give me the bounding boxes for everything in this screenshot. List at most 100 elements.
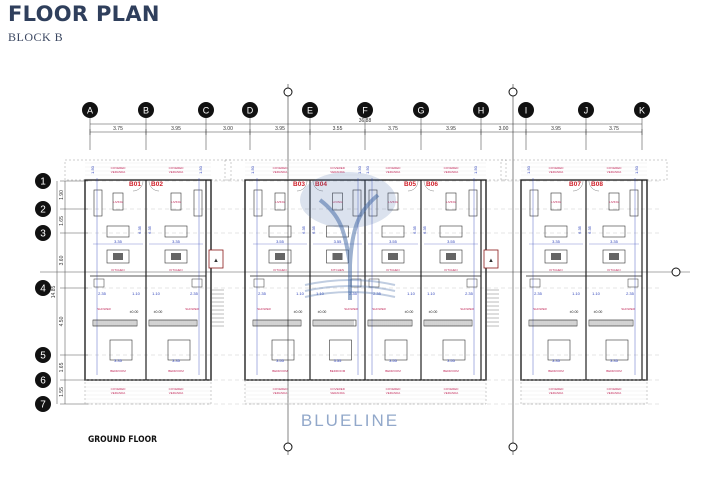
grid-label-1: 1 xyxy=(40,177,46,188)
room-label-veranda: COVERED xyxy=(549,166,565,170)
dining-table xyxy=(268,249,292,264)
sink xyxy=(253,278,265,288)
grid-bubble-F xyxy=(357,102,373,118)
sofa xyxy=(93,189,103,217)
level-mark: ±0.00 xyxy=(294,310,303,314)
sofa xyxy=(164,225,188,238)
living-depth-dim: 6.35 xyxy=(587,225,592,234)
room-label-veranda: COVERED xyxy=(607,166,623,170)
column-dim: 3.95 xyxy=(446,126,456,132)
living-depth-dim: 6.35 xyxy=(577,225,582,234)
room-label-veranda: VERANDA xyxy=(330,170,345,174)
level-mark: ±0.00 xyxy=(130,310,139,314)
unit-label-B05: B05 xyxy=(404,181,416,188)
room-label-shower: SHOWER xyxy=(185,307,199,311)
veranda-depth-dim: 1.50 xyxy=(90,165,95,174)
veranda-depth-dim: 1.50 xyxy=(634,165,639,174)
room-label-veranda: VERANDA xyxy=(111,170,126,174)
room-label-veranda: VERANDA xyxy=(273,170,288,174)
coffee-table xyxy=(387,192,399,211)
living-depth-dim: 6.35 xyxy=(147,225,152,234)
living-depth-dim: 6.35 xyxy=(301,225,306,234)
room-label-bedroom: BEDROOM xyxy=(606,369,622,373)
watermark-text: BLUELINE xyxy=(301,411,399,430)
room-label-living: LIVING xyxy=(171,200,182,204)
unit-label-B08: B08 xyxy=(591,181,603,188)
sofa xyxy=(529,189,539,217)
sink xyxy=(466,278,478,288)
level-mark: ±0.00 xyxy=(318,310,327,314)
room-dim: 2.35 xyxy=(626,291,635,296)
room-label-veranda: VERANDA xyxy=(111,391,126,395)
grid-bubble-5 xyxy=(35,347,51,363)
column-dim: 3.00 xyxy=(499,126,509,132)
living-depth-dim: 6.35 xyxy=(412,225,417,234)
sofa xyxy=(253,189,263,217)
bed xyxy=(329,339,352,361)
grid-bubble-2 xyxy=(35,201,51,217)
wardrobe xyxy=(312,319,357,327)
room-dim: 2.35 xyxy=(98,291,107,296)
room-label-kitchen: KITCHEN xyxy=(111,268,124,272)
room-dim: 3.35 xyxy=(114,239,123,244)
room-label-veranda: VERANDA xyxy=(444,391,459,395)
column-dim: 3.00 xyxy=(223,126,233,132)
grid-label-6: 6 xyxy=(40,376,46,387)
row-dim: 3.60 xyxy=(59,255,65,265)
level-mark: ±0.00 xyxy=(154,310,163,314)
room-label-kitchen: KITCHEN xyxy=(607,268,620,272)
sofa xyxy=(268,225,292,238)
table-detail xyxy=(388,253,398,260)
room-dim: 2.35 xyxy=(258,291,267,296)
grid-label-F: F xyxy=(362,106,368,116)
room-label-kitchen: KITCHEN xyxy=(386,268,399,272)
sofa xyxy=(439,225,463,238)
grid-bubble-G xyxy=(413,102,429,118)
room-label-veranda: VERANDA xyxy=(607,391,622,395)
room-label-bedroom: BEDROOM xyxy=(168,369,184,373)
bed xyxy=(384,339,408,361)
sink xyxy=(93,278,105,288)
section-marker-icon xyxy=(671,267,681,277)
section-marker-icon xyxy=(508,87,518,97)
room-dim: 3.55 xyxy=(389,358,398,363)
grid-label-7: 7 xyxy=(40,400,46,411)
door-swing xyxy=(296,180,308,192)
room-label-living: LIVING xyxy=(609,200,620,204)
table-detail xyxy=(171,253,181,260)
dining-table xyxy=(544,249,568,264)
grid-label-C: C xyxy=(203,106,210,116)
room-label-living: LIVING xyxy=(333,200,344,204)
bed xyxy=(547,339,571,361)
grid-label-3: 3 xyxy=(40,229,46,240)
room-label-shower: SHOWER xyxy=(621,307,635,311)
dining-table xyxy=(602,249,626,264)
room-dim: 3.55 xyxy=(334,239,343,244)
unit-label-B02: B02 xyxy=(151,181,163,188)
veranda-depth-dim: 1.50 xyxy=(198,165,203,174)
veranda-depth-dim: 1.50 xyxy=(357,165,362,174)
watermark-wave xyxy=(304,285,396,292)
column-dim: 3.95 xyxy=(275,126,285,132)
row-dim: 1.65 xyxy=(59,216,65,226)
unit-label-B07: B07 xyxy=(569,181,581,188)
block-outline xyxy=(520,179,648,381)
sink xyxy=(191,278,203,288)
room-label-veranda: VERANDA xyxy=(273,391,288,395)
meter-box xyxy=(483,249,499,269)
room-label-kitchen: KITCHEN xyxy=(169,268,182,272)
door-swing xyxy=(423,180,435,192)
page-subtitle: BLOCK B xyxy=(8,30,64,44)
meter-box xyxy=(208,249,224,269)
section-marker-icon xyxy=(508,442,518,452)
coffee-table xyxy=(550,192,562,211)
column-dim: 3.75 xyxy=(609,126,619,132)
grid-label-E: E xyxy=(307,106,313,116)
room-dim: 2.35 xyxy=(373,291,382,296)
room-dim: 3.55 xyxy=(276,239,285,244)
coffee-table xyxy=(608,192,620,211)
table-detail xyxy=(446,253,456,260)
watermark-wave xyxy=(304,279,396,286)
door-swing xyxy=(312,180,324,192)
